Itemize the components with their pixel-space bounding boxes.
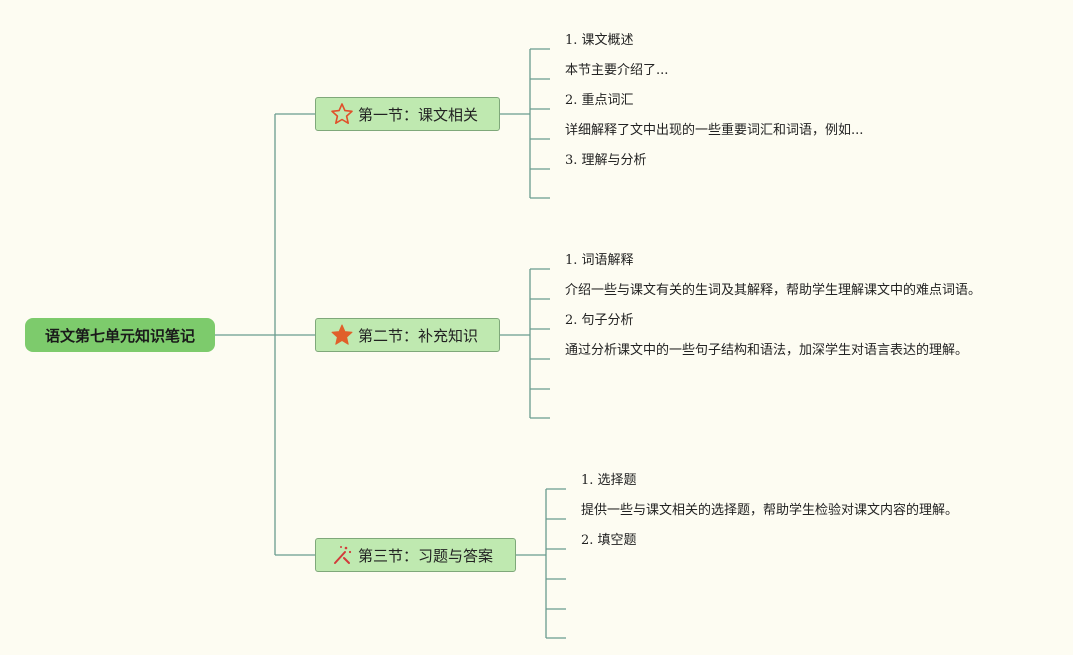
- section-3-item-3[interactable]: 2. 填空题: [581, 533, 637, 548]
- section-2-item-1[interactable]: 1. 词语解释: [565, 253, 634, 268]
- section-1-item-5[interactable]: 3. 理解与分析: [565, 153, 647, 168]
- section-1-topic[interactable]: 第一节：课文相关: [315, 97, 500, 131]
- section-2-topic[interactable]: 第二节：补充知识: [315, 318, 500, 352]
- section-1-item-3[interactable]: 2. 重点词汇: [565, 93, 634, 108]
- root-topic[interactable]: 语文第七单元知识笔记: [25, 318, 215, 352]
- star-filled-icon: [330, 323, 354, 347]
- section-1-item-2[interactable]: 本节主要介绍了...: [565, 63, 669, 78]
- section-1-label: 第一节：课文相关: [358, 105, 479, 124]
- star-outline-icon: [330, 102, 354, 126]
- section-2-item-2[interactable]: 介绍一些与课文有关的生词及其解释，帮助学生理解课文中的难点词语。: [565, 283, 982, 298]
- magic-wand-icon: [330, 543, 354, 567]
- section-1-item-1[interactable]: 1. 课文概述: [565, 33, 634, 48]
- section-1-item-4[interactable]: 详细解释了文中出现的一些重要词汇和词语，例如...: [565, 123, 864, 138]
- root-topic-label: 语文第七单元知识笔记: [44, 326, 195, 345]
- section-3-item-2[interactable]: 提供一些与课文相关的选择题，帮助学生检验对课文内容的理解。: [581, 503, 959, 518]
- section-3-label: 第三节：习题与答案: [358, 546, 494, 565]
- section-2-item-3[interactable]: 2. 句子分析: [565, 313, 634, 328]
- section-3-topic[interactable]: 第三节：习题与答案: [315, 538, 516, 572]
- section-2-label: 第二节：补充知识: [358, 326, 479, 345]
- section-2-item-4[interactable]: 通过分析课文中的一些句子结构和语法，加深学生对语言表达的理解。: [565, 343, 969, 358]
- section-3-item-1[interactable]: 1. 选择题: [581, 473, 637, 488]
